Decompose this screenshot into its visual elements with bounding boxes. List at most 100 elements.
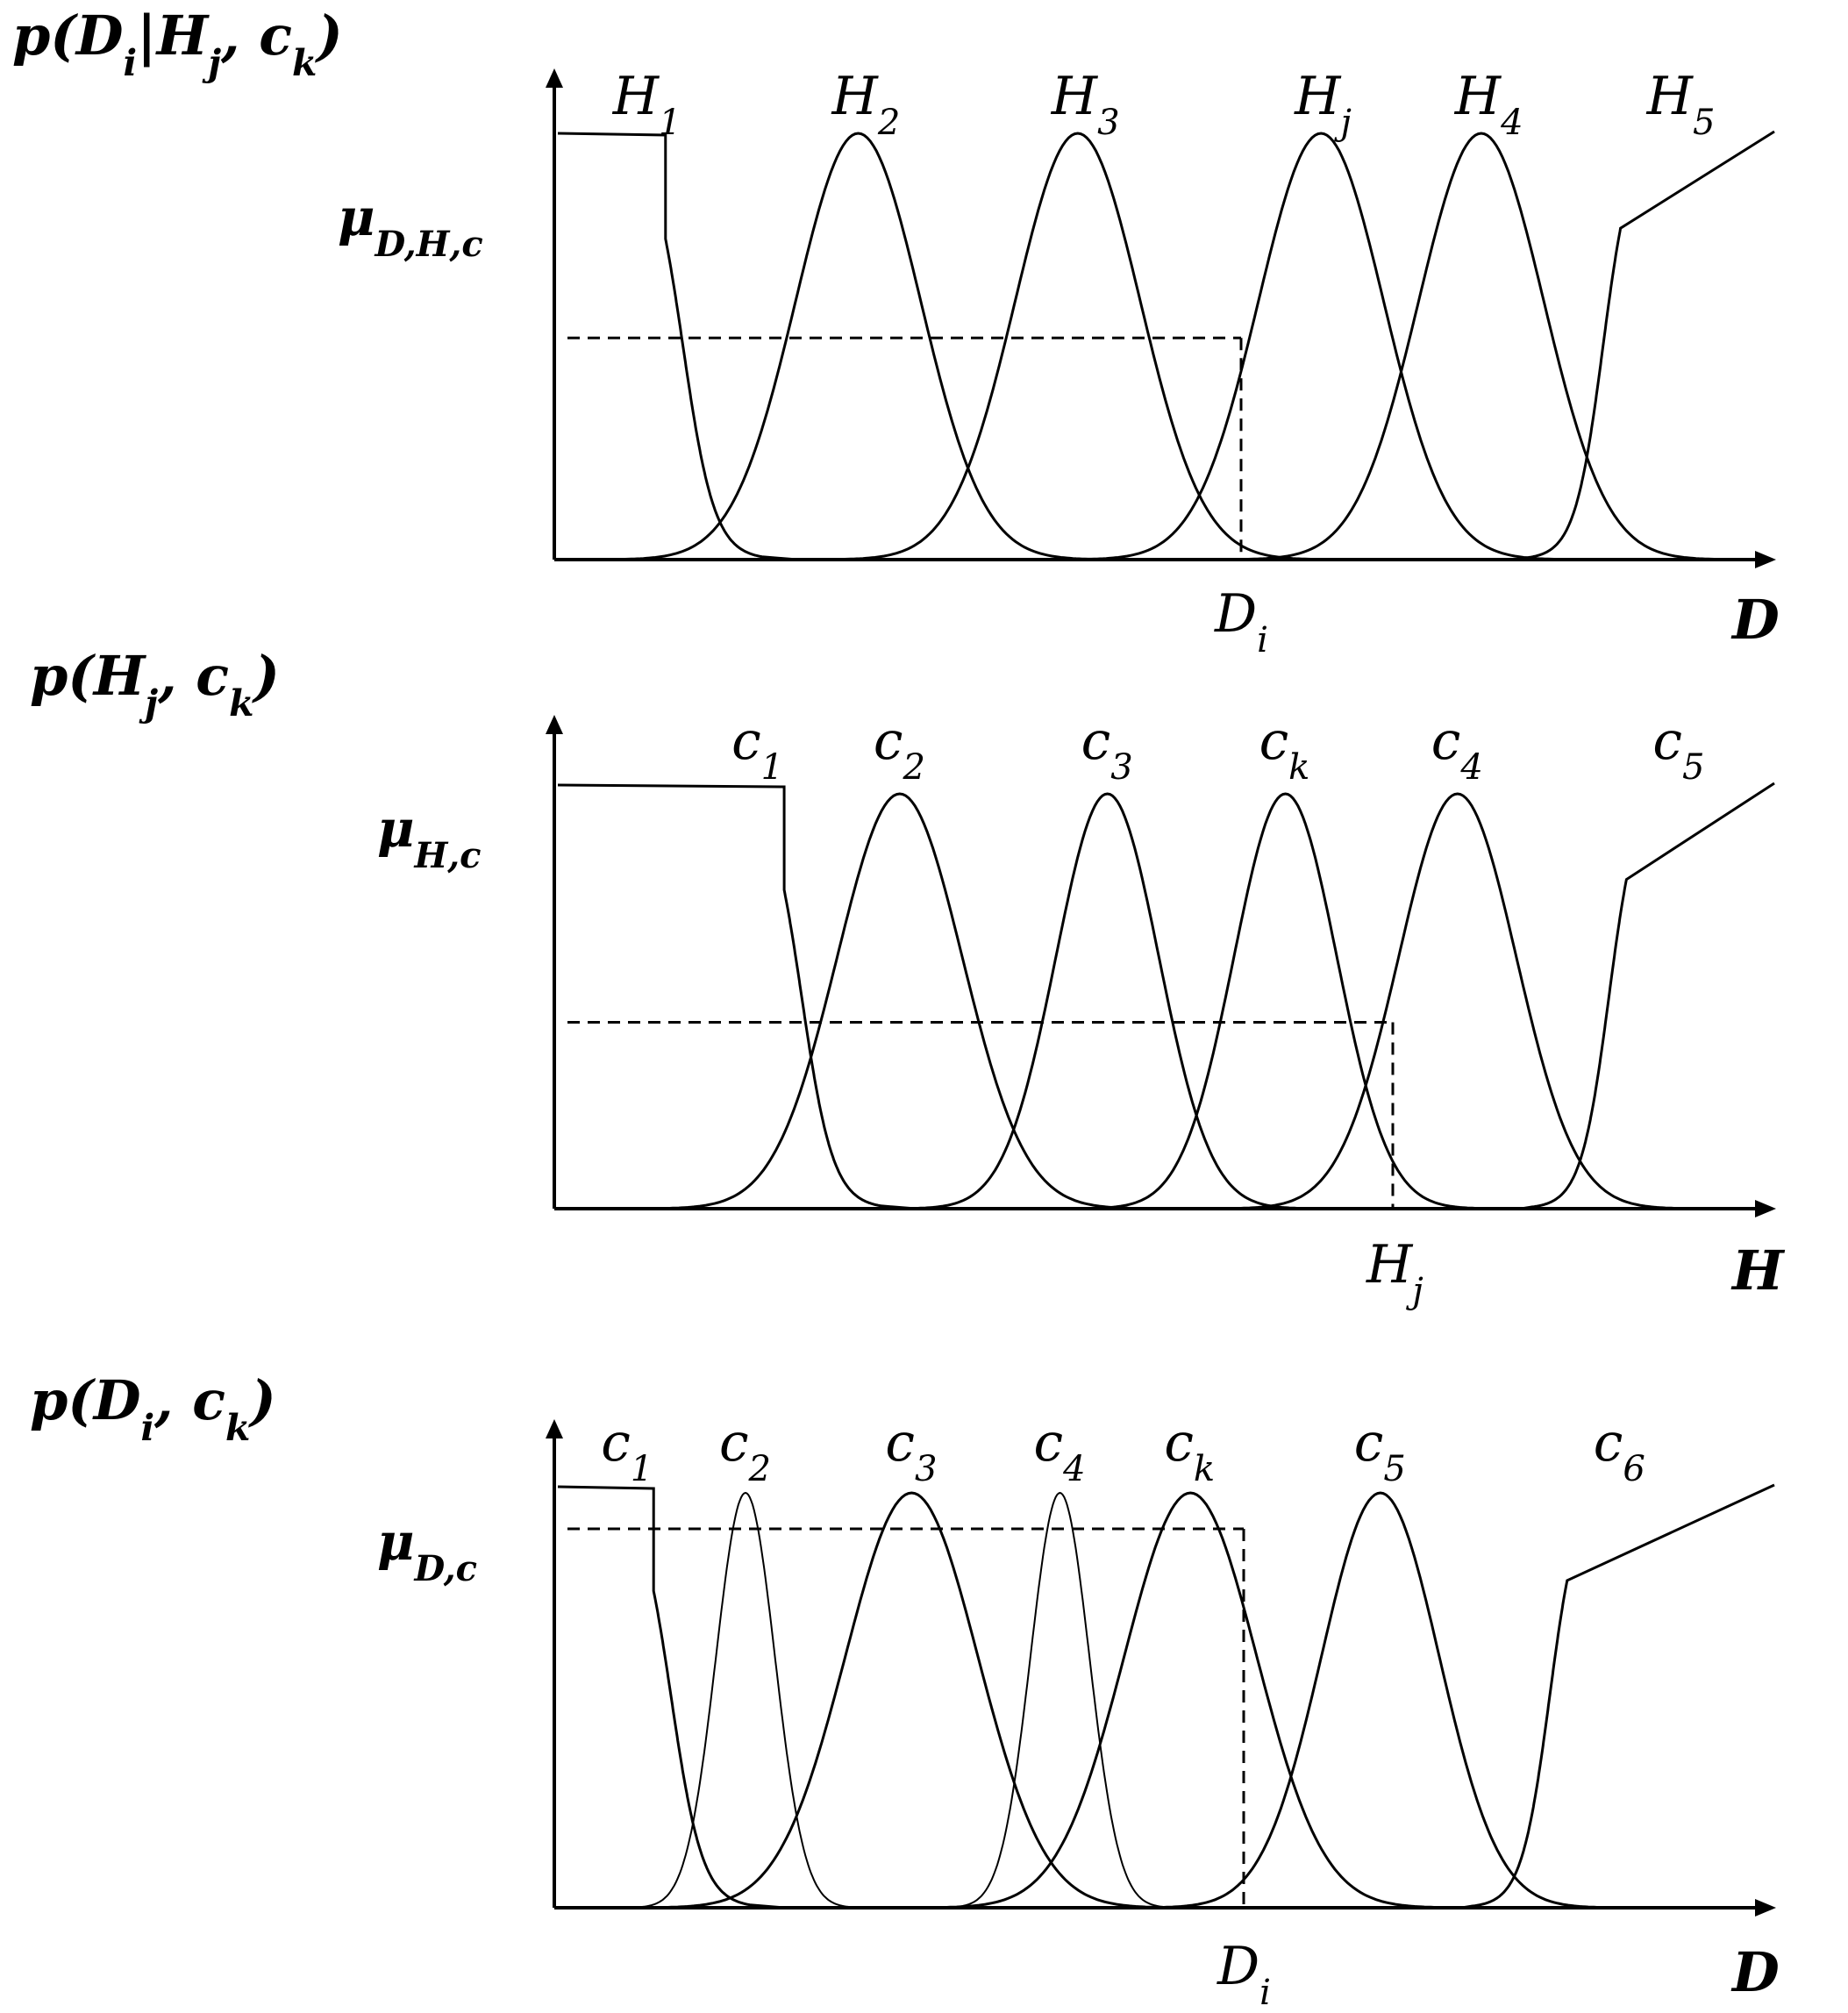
- curve-label: c3: [1081, 710, 1133, 788]
- y-label-main: μ: [338, 188, 375, 247]
- curve-label-sub: 5: [1693, 103, 1715, 143]
- title-c_sub: k: [292, 42, 317, 84]
- curve-label-main: H: [1051, 66, 1099, 127]
- curve-label-sub: 3: [915, 1449, 937, 1489]
- curve-label: c4: [1431, 710, 1483, 788]
- curve-label-sub: 2: [902, 747, 924, 788]
- y-axis-arrow: [546, 1419, 563, 1438]
- curve-label-main: c: [1594, 1412, 1623, 1474]
- curve-label: ck: [1259, 710, 1310, 788]
- title-c: c: [259, 4, 292, 68]
- curve-label-main: c: [1164, 1412, 1194, 1474]
- curve-label-sub: 5: [1682, 747, 1704, 788]
- title-prefix: p(: [30, 644, 96, 708]
- title-suffix: ): [247, 1368, 275, 1432]
- title-c_sub: k: [225, 1407, 250, 1449]
- curve-label-main: H: [1454, 66, 1502, 127]
- curve-label-main: c: [1431, 710, 1461, 772]
- curve-label: H2: [831, 66, 900, 143]
- curve-label-main: c: [1652, 710, 1682, 772]
- y-label-sub: H,c: [413, 835, 481, 876]
- title-comma: ,: [153, 1368, 192, 1432]
- curve-label-sub: 6: [1623, 1449, 1645, 1489]
- curve-label-sub: 1: [631, 1449, 653, 1489]
- curve-label: c2: [719, 1412, 771, 1489]
- curve-label-main: H: [831, 66, 879, 127]
- panel-title: p(Di, ck): [30, 1368, 276, 1449]
- marker-label: Hj: [1366, 1234, 1423, 1311]
- marker-label-main: D: [1214, 583, 1257, 645]
- membership-curve-H-3: [835, 132, 1320, 561]
- curve-label-main: c: [874, 710, 903, 772]
- membership-curve-c-3: [908, 792, 1307, 1210]
- curve-label: c5: [1652, 710, 1704, 788]
- membership-curve-c-4: [1230, 792, 1686, 1210]
- curve-label-sub: 4: [1459, 747, 1482, 788]
- curve-label: Hj: [1294, 66, 1352, 143]
- y-label-sub: D,H,c: [374, 224, 482, 265]
- marker-label-sub: i: [1257, 620, 1268, 660]
- curve-label: ck: [1164, 1412, 1215, 1489]
- y-axis-arrow: [546, 715, 563, 734]
- title-prefix: p(: [12, 4, 78, 68]
- membership-curve-c-k: [934, 1491, 1447, 1909]
- y-axis-arrow: [546, 68, 563, 88]
- curve-label: c3: [885, 1412, 937, 1489]
- curve-label: c6: [1594, 1412, 1645, 1489]
- curve-label: H1: [612, 66, 681, 143]
- curve-label-main: c: [731, 710, 761, 772]
- curve-label-main: H: [1294, 66, 1342, 127]
- membership-curve-H-2: [616, 132, 1101, 561]
- curve-label-sub: 2: [877, 103, 900, 143]
- curve-label-main: c: [1354, 1412, 1384, 1474]
- title-a: D: [75, 4, 124, 68]
- membership-curve-c-2: [631, 1491, 860, 1909]
- x-axis-arrow: [1755, 1200, 1776, 1217]
- curve-label-main: c: [885, 1412, 915, 1474]
- curve-label-sub: k: [1194, 1449, 1215, 1489]
- membership-curve-c-5: [1521, 782, 1775, 1210]
- marker-label-sub: i: [1259, 1973, 1271, 2013]
- curve-label: H5: [1646, 66, 1716, 143]
- title-a_sub: i: [140, 1407, 154, 1449]
- y-label-main: μ: [377, 1512, 414, 1572]
- curve-label: c5: [1354, 1412, 1406, 1489]
- title-a: D: [92, 1368, 141, 1432]
- curve-label-sub: 3: [1110, 747, 1132, 788]
- curve-label-main: c: [1259, 710, 1289, 772]
- curve-label: H4: [1454, 66, 1523, 143]
- marker-label: Di: [1214, 583, 1268, 660]
- curve-label: c2: [874, 710, 925, 788]
- curve-label-sub: 1: [659, 103, 681, 143]
- membership-curve-H-j: [1079, 132, 1564, 561]
- y-axis-label: μH,c: [377, 799, 482, 876]
- curve-label-sub: 4: [1062, 1449, 1085, 1489]
- title-a_sub: i: [123, 42, 137, 84]
- title-sep: |: [137, 4, 157, 68]
- membership-curve-c-3: [655, 1491, 1168, 1909]
- marker-label-main: D: [1217, 1936, 1259, 1997]
- title-b: H: [155, 4, 210, 68]
- membership-curve-c-4: [945, 1491, 1174, 1909]
- curve-label-sub: 2: [748, 1449, 771, 1489]
- curve-label-main: H: [1646, 66, 1695, 127]
- x-axis-label: H: [1730, 1238, 1786, 1303]
- curve-label-main: c: [1033, 1412, 1063, 1474]
- curve-label-sub: 5: [1383, 1449, 1405, 1489]
- curve-label-main: c: [1081, 710, 1111, 772]
- y-axis-label: μD,c: [377, 1512, 477, 1589]
- x-axis-arrow: [1755, 1899, 1776, 1917]
- panel-title: p(Hj, ck): [30, 644, 280, 725]
- membership-curve-c-5: [1152, 1491, 1609, 1909]
- membership-curve-H-4: [1238, 132, 1723, 561]
- curve-label-main: H: [612, 66, 660, 127]
- membership-curve-c-k: [1086, 792, 1485, 1210]
- title-c: c: [192, 1368, 225, 1432]
- title-suffix: ): [251, 644, 279, 708]
- curve-label-main: c: [719, 1412, 749, 1474]
- y-label-sub: D,c: [413, 1548, 477, 1589]
- curve-label-sub: 3: [1097, 103, 1119, 143]
- y-label-main: μ: [377, 799, 414, 859]
